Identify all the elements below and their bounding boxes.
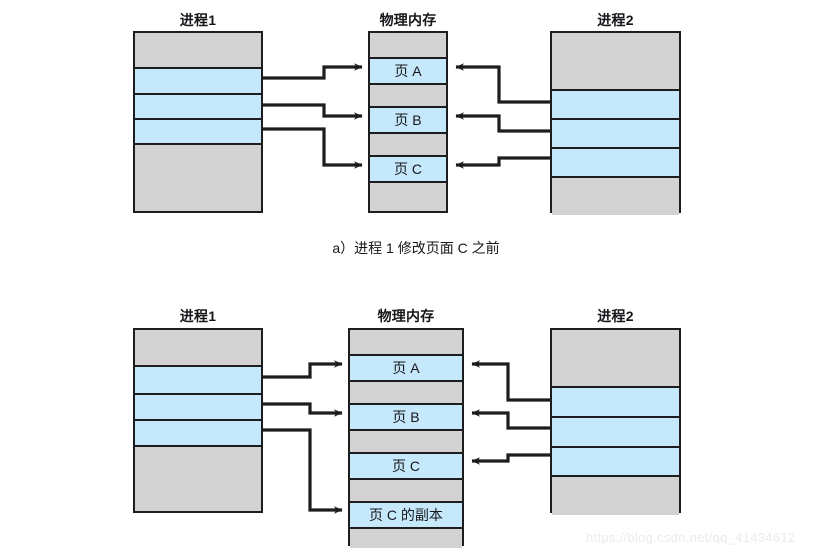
top-mem-row-page-a: 页 A	[370, 57, 446, 83]
top-p2-row-0	[552, 33, 679, 89]
top-mem-row-6	[370, 181, 446, 211]
bottom-process1-block	[133, 328, 263, 513]
top-p2-row-1	[552, 89, 679, 118]
bottom-p2-row-3	[552, 446, 679, 475]
bottom-arrow-p1-to-page-b	[263, 402, 343, 417]
bottom-arrow-p2-to-page-b	[471, 409, 550, 430]
top-arrow-p1-to-page-a	[263, 63, 363, 80]
bottom-arrow-p2-to-page-c	[471, 453, 550, 465]
caption-a: a）进程 1 修改页面 C 之前	[332, 240, 500, 256]
top-process1-block	[133, 31, 263, 213]
bottom-p2-row-2	[552, 416, 679, 446]
bottom-p2-row-0	[552, 330, 679, 386]
bottom-mem-row-2	[350, 380, 462, 403]
top-mem-row-page-c: 页 C	[370, 155, 446, 181]
top-process1-title: 进程1	[179, 12, 217, 28]
bottom-mem-row-page-b: 页 B	[350, 403, 462, 429]
top-mem-row-2	[370, 83, 446, 106]
bottom-mem-row-page-a: 页 A	[350, 354, 462, 380]
bottom-p1-row-1	[135, 365, 261, 393]
top-arrow-p2-to-page-b	[455, 112, 550, 133]
bottom-process2-block	[550, 328, 681, 515]
top-process2-title: 进程2	[597, 12, 634, 28]
top-memory-title: 物理内存	[379, 12, 437, 28]
bottom-mem-row-page-c-copy: 页 C 的副本	[350, 501, 462, 527]
top-p1-row-4	[135, 143, 261, 211]
csdn-watermark: https://blog.csdn.net/qq_41434612	[586, 530, 796, 545]
top-p1-row-1	[135, 67, 261, 93]
bottom-arrow-p1-to-page-c-copy	[263, 428, 343, 514]
top-p1-row-3	[135, 118, 261, 143]
bottom-memory-block: 页 A 页 B 页 C 页 C 的副本	[348, 328, 464, 548]
top-arrow-p1-to-page-c	[263, 127, 363, 169]
bottom-arrow-p1-to-page-a	[263, 360, 343, 379]
bottom-p1-row-2	[135, 393, 261, 419]
top-memory-block: 页 A 页 B 页 C	[368, 31, 448, 213]
top-p1-row-0	[135, 33, 261, 67]
top-p2-row-3	[552, 147, 679, 176]
bottom-memory-title: 物理内存	[377, 308, 435, 324]
bottom-p1-row-4	[135, 445, 261, 511]
bottom-process2-title: 进程2	[597, 308, 634, 324]
top-arrow-p2-to-page-c	[455, 156, 550, 169]
top-mem-row-4	[370, 132, 446, 155]
top-process2-block	[550, 31, 681, 215]
top-arrow-p1-to-page-b	[263, 103, 363, 120]
bottom-mem-row-8	[350, 527, 462, 548]
bottom-process1-title: 进程1	[179, 308, 217, 324]
bottom-mem-row-page-c: 页 C	[350, 452, 462, 478]
bottom-p2-row-4	[552, 475, 679, 515]
top-p2-row-2	[552, 118, 679, 147]
top-p1-row-2	[135, 93, 261, 118]
top-mem-row-0	[370, 33, 446, 57]
bottom-arrow-p2-to-page-a	[471, 360, 550, 402]
bottom-p2-row-1	[552, 386, 679, 416]
bottom-mem-row-6	[350, 478, 462, 501]
top-mem-row-page-b: 页 B	[370, 106, 446, 132]
bottom-p1-row-0	[135, 330, 261, 365]
top-p2-row-4	[552, 176, 679, 215]
bottom-p1-row-3	[135, 419, 261, 445]
bottom-mem-row-4	[350, 429, 462, 452]
top-arrow-p2-to-page-a	[455, 63, 550, 104]
bottom-mem-row-0	[350, 330, 462, 354]
